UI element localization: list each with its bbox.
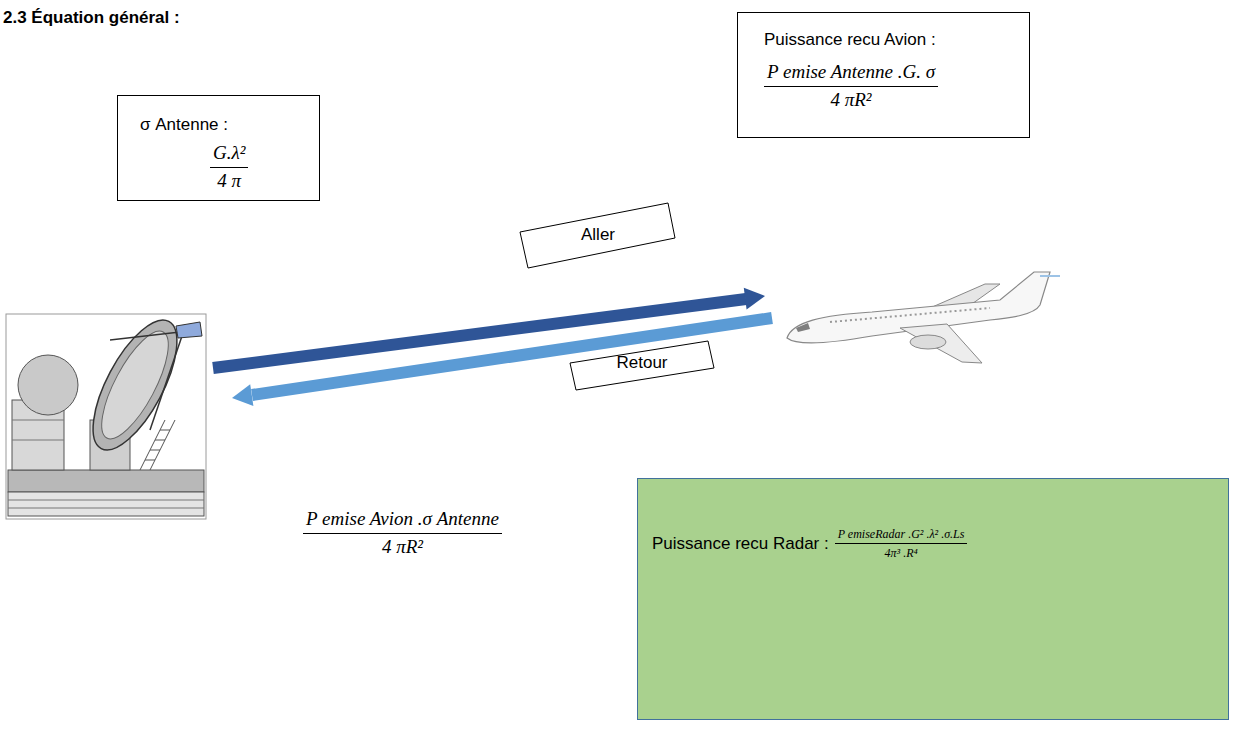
radar-dish <box>76 308 193 461</box>
arrow-label-box: Retour <box>568 335 716 391</box>
stair-rail <box>140 420 165 470</box>
formula-box: Puissance recu Avion : P emise Antenne .G… <box>737 12 1030 138</box>
formula-fraction: P emise Antenne .G. σ4 πR² <box>764 61 938 112</box>
arrow-label-box: Aller <box>518 200 678 270</box>
retour-arrow <box>232 318 772 406</box>
retour-arrow-head <box>232 384 253 406</box>
airplane-cockpit <box>796 323 810 332</box>
retour-arrow-shaft <box>252 318 772 395</box>
node-content: Puissance recu Avion : P emise Antenne .G… <box>764 29 1003 112</box>
node-label: Puissance recu Radar : <box>652 533 829 555</box>
section-title: 2.3 Équation général : <box>3 8 180 28</box>
radar-dome <box>18 355 78 415</box>
result-box: Puissance recu Radar : P emiseRadar .G² .… <box>637 478 1229 720</box>
radar-base <box>8 492 204 516</box>
airplane-wing <box>900 324 982 363</box>
aller-arrow-head <box>744 288 765 310</box>
airplane-engine <box>910 335 946 349</box>
radar-platform <box>8 470 204 492</box>
radar-base-line <box>8 508 204 509</box>
radar-feed-arm <box>110 332 180 340</box>
airplane-stabilizer <box>1040 275 1060 277</box>
radar-cabin-line <box>12 420 64 421</box>
radar-base-line <box>8 500 204 501</box>
airplane-windows <box>830 308 990 322</box>
radar-feed-arm <box>150 336 182 430</box>
formula-box: σ Antenne : G.λ²4 π <box>117 95 320 201</box>
stair-step <box>145 460 155 461</box>
formula-numerator: P emise Avion .σ Antenne <box>303 508 502 534</box>
stair-step <box>160 430 170 431</box>
airplane-illustration <box>787 272 1060 363</box>
node-label: σ Antenne : <box>140 114 228 136</box>
node-content: Aller <box>518 200 678 270</box>
formula-denominator: 4 π <box>214 168 244 193</box>
formula-numerator: G.λ² <box>210 142 248 168</box>
node-content: Puissance recu Radar : P emiseRadar .G² .… <box>652 527 1214 561</box>
radar-cabin-line <box>12 440 64 441</box>
node-label: Aller <box>581 224 615 246</box>
label-outline-shape <box>570 341 714 390</box>
stair-rail <box>150 420 175 470</box>
formula-denominator: 4π³ .R⁴ <box>882 544 921 560</box>
formula-fraction: P emiseRadar .G² .λ² .σ.Ls4π³ .R⁴ <box>835 527 968 561</box>
node-label: Retour <box>616 352 667 374</box>
radar-illustration <box>6 308 206 519</box>
formula-denominator: 4 πR² <box>827 87 874 112</box>
node-content: σ Antenne : G.λ²4 π <box>140 114 297 193</box>
formula-numerator: P emiseRadar .G² .λ² .σ.Ls <box>835 527 968 544</box>
node-label: Puissance recu Avion : <box>764 29 936 51</box>
radar-stairs <box>140 420 175 470</box>
formula-fraction: G.λ²4 π <box>210 142 248 193</box>
node-content: Retour <box>568 335 716 391</box>
radar-dish-inner <box>89 323 181 448</box>
radar-feed-horn <box>176 322 202 338</box>
formula-fraction: P emise Avion .σ Antenne4 πR² <box>303 508 502 559</box>
formula-denominator: 4 πR² <box>379 534 426 559</box>
stair-step <box>150 450 160 451</box>
formula-label: P emise Avion .σ Antenne4 πR² <box>220 508 585 559</box>
stair-step <box>155 440 165 441</box>
formula-numerator: P emise Antenne .G. σ <box>764 61 938 87</box>
label-outline-shape <box>520 203 675 268</box>
